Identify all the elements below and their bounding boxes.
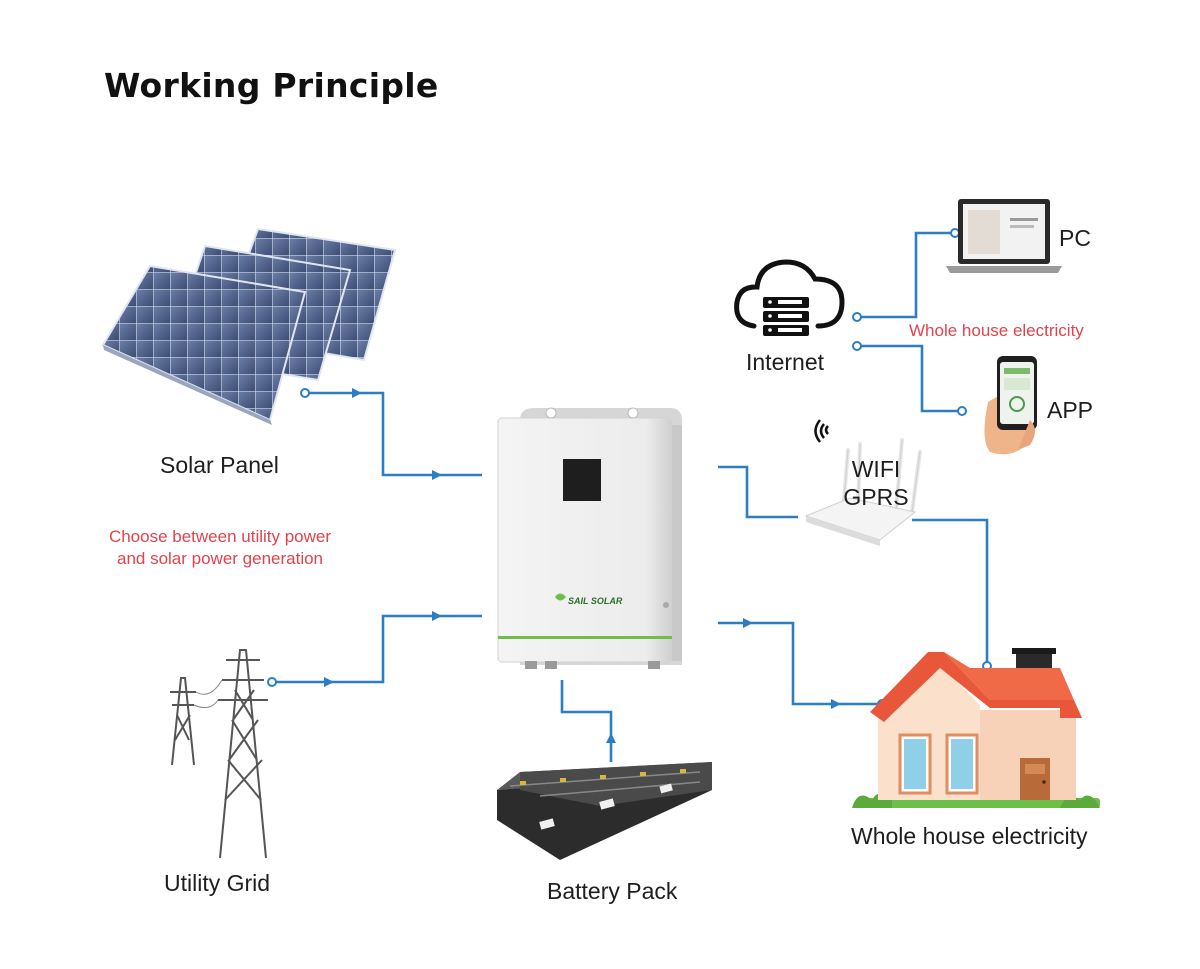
pc-label: PC [1059,225,1091,251]
choose-note-line2: and solar power generation [116,549,324,568]
gprs-label: GPRS [843,484,909,510]
grid-to-inverter-line [272,614,482,684]
cloud-server-icon [734,259,845,336]
internet-to-pc-line [857,231,955,319]
laptop-icon [946,199,1062,273]
house-icon [852,648,1100,808]
inverter-to-battery-line [560,680,613,762]
battery-pack-label: Battery Pack [547,878,678,904]
app-label: APP [1047,397,1094,423]
whole-house-note: Whole house electricity [909,321,1084,340]
inverter-brand: SAIL SOLAR [568,596,623,606]
utility-grid-label: Utility Grid [164,870,271,896]
internet-label: Internet [746,349,824,375]
solar-panel-icon [101,227,397,425]
battery-pack-icon [497,762,712,860]
wifi-label: WIFI [851,456,901,482]
solar-to-inverter-line [305,391,482,477]
router-icon [804,419,922,546]
inverter-to-router-line [718,465,798,519]
router-to-house-line [912,518,989,666]
page-title: Working Principle [104,66,439,105]
inverter-to-house-line [718,621,882,706]
inverter-icon: SAIL SOLAR [497,407,682,669]
internet-to-app-line [857,344,962,413]
power-tower-icon [170,649,268,859]
choose-note-line1: Choose between utility power [108,527,332,546]
phone-hand-icon [984,356,1037,455]
solar-panel-label: Solar Panel [160,452,279,478]
flow-arrows [324,388,841,743]
house-label: Whole house electricity [851,823,1088,849]
